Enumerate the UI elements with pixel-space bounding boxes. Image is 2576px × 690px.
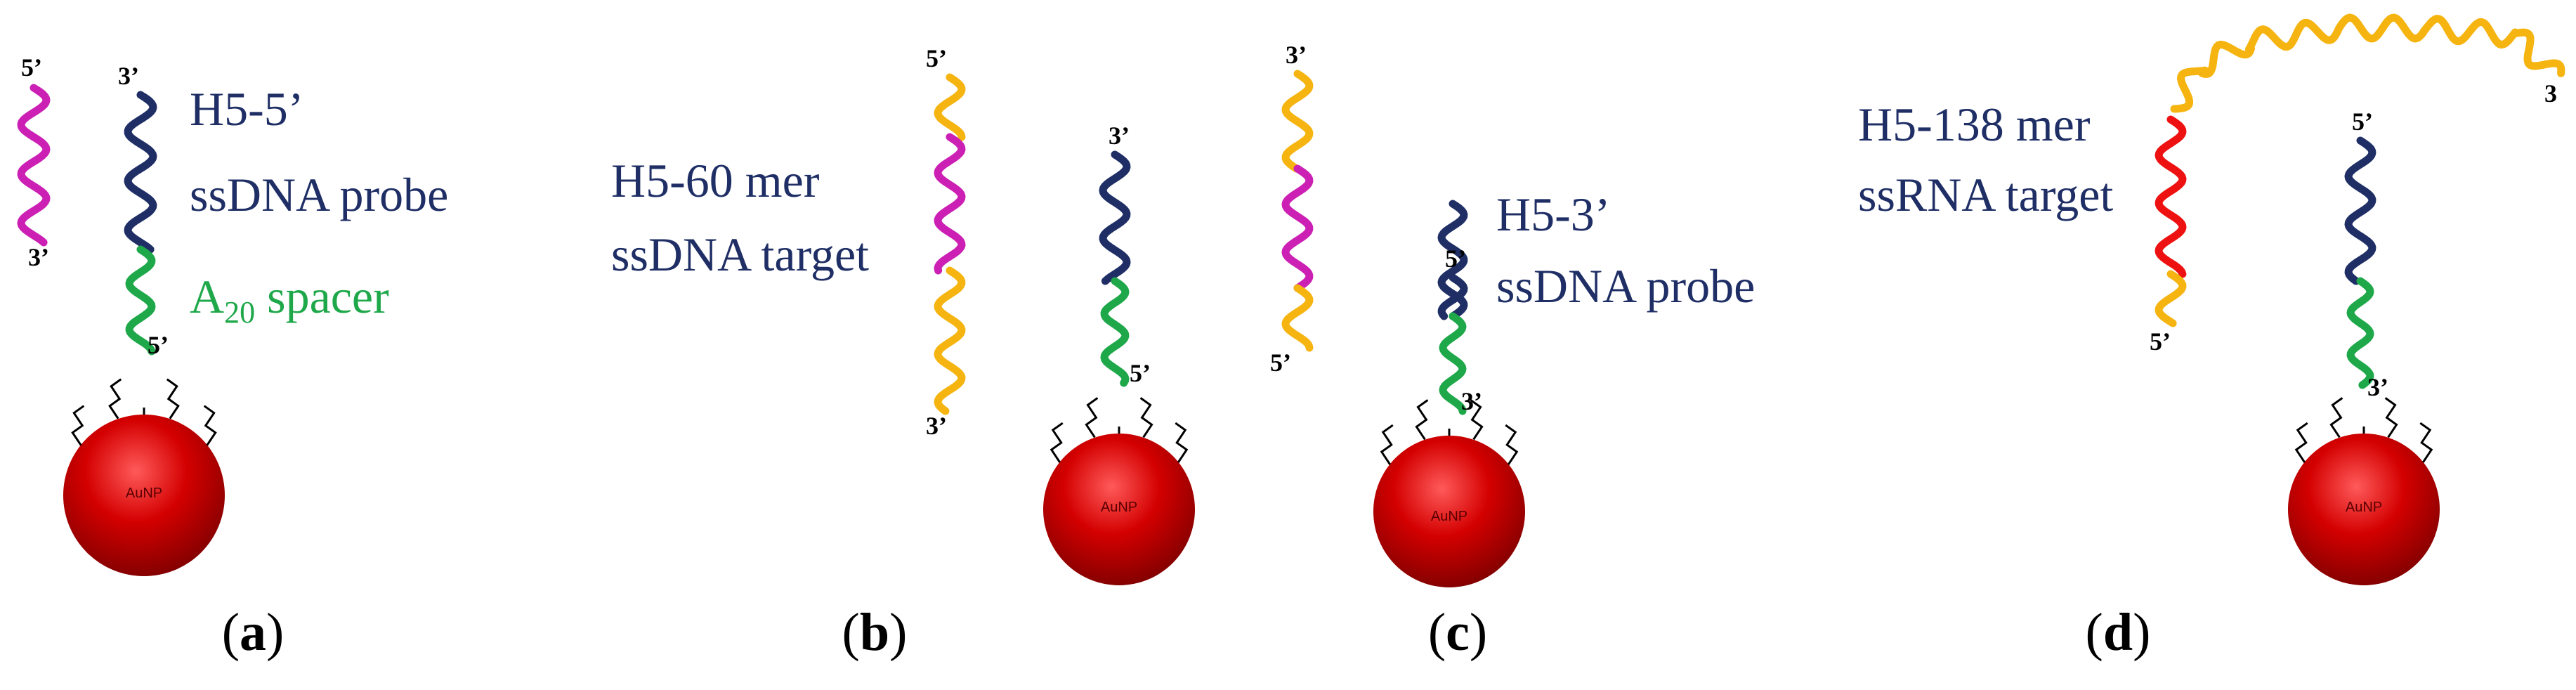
end-label-probe-bottom: 3’: [1461, 387, 1482, 415]
caption-open: (: [842, 603, 860, 662]
probe-strand-navy-2: [1437, 200, 1468, 320]
caption-open: (: [1428, 603, 1446, 662]
end-label-probe-top: 3’: [118, 62, 139, 90]
end-label-target-bottom: 3’: [926, 412, 947, 440]
target-strand-orange-arc: [2170, 13, 2565, 113]
end-label-target-top: 3’: [1286, 41, 1307, 69]
end-label-probe-top: 3’: [1109, 122, 1130, 150]
end-label-target-top: 5’: [926, 44, 947, 72]
thiol-linker-left-outer: [1050, 422, 1064, 463]
auNP-sphere: [2288, 434, 2440, 585]
target-strand-orange-bottom: [934, 266, 966, 415]
caption-close: ): [889, 603, 907, 662]
thiol-linker-right-outer: [1175, 422, 1189, 463]
thiol-linker-right-inner: [166, 378, 180, 419]
thiol-linker-right-outer: [2419, 422, 2433, 463]
caption-letter: a: [240, 603, 266, 662]
probe-label-line2: ssDNA probe: [190, 168, 448, 221]
probe-strand-navy: [1099, 150, 1131, 285]
thiol-linkers: [71, 378, 2433, 465]
target-strand-red: [2155, 115, 2187, 278]
spacer-label: A20 spacer: [190, 270, 389, 330]
probe-strand-navy: [2344, 136, 2376, 285]
strands-layer: [17, 13, 2565, 415]
auNP-label: AuNP: [2346, 500, 2382, 515]
panel-caption-c: (c): [1428, 603, 1487, 662]
end-label-target-bottom: 5’: [2150, 327, 2171, 356]
caption-letter: d: [2103, 603, 2133, 662]
auNP-label: AuNP: [1101, 500, 1137, 515]
end-label-probe-top: 5’: [1445, 245, 1466, 273]
spacer-label-sub: 20: [224, 295, 255, 330]
auNP-label: AuNP: [126, 486, 162, 501]
target-strand-orange-bottom: [2155, 270, 2187, 327]
thiol-linker-left-inner: [108, 378, 122, 419]
thiol-linker-left-inner: [1085, 397, 1099, 438]
caption-open: (: [222, 603, 240, 662]
probe-label-line1: H5-3’: [1496, 188, 1610, 241]
thiol-linker-right-inner: [2384, 397, 2398, 438]
target-label-line2: ssRNA target: [1858, 168, 2113, 221]
target-strand-magenta: [934, 133, 966, 275]
end-label-target-bottom: 3’: [28, 243, 49, 271]
probe-label-line2: ssDNA probe: [1496, 259, 1755, 313]
thiol-linker-right-inner: [1470, 399, 1484, 441]
end-label-target-right: 3: [2544, 79, 2557, 108]
thiol-linker-right-inner: [1139, 397, 1153, 438]
caption-open: (: [2086, 603, 2103, 662]
caption-close: ): [2133, 603, 2150, 662]
target-strand-orange-bottom: [1281, 284, 1314, 352]
thiol-linker-left-inner: [2329, 397, 2343, 438]
spacer-strand-green: [125, 245, 156, 356]
probe-label-line1: H5-5’: [190, 82, 303, 136]
end-label-probe-bottom: 3’: [2367, 373, 2388, 401]
caption-close: ): [266, 603, 284, 662]
caption-close: ): [1470, 603, 1487, 662]
auNP-sphere: [63, 415, 225, 576]
thiol-linker-left-outer: [71, 405, 85, 446]
thiol-linker-left-outer: [2294, 422, 2308, 463]
nanoparticle-c: AuNP: [1373, 436, 1525, 587]
end-label-probe-top: 5’: [2352, 108, 2373, 136]
probe-strand-navy: [124, 91, 157, 254]
auNP-sphere: [1043, 434, 1195, 585]
spacer-strand-green: [2346, 277, 2374, 389]
nanoparticle-a: AuNP: [63, 415, 225, 576]
panel-caption-b: (b): [842, 603, 908, 662]
panel-caption-d: (d): [2086, 603, 2151, 662]
nanoparticle-d: AuNP: [2288, 434, 2440, 585]
end-label-target-top: 5’: [21, 53, 42, 82]
caption-letter: c: [1446, 603, 1470, 662]
nanoparticle-b: AuNP: [1043, 434, 1195, 585]
caption-letter: b: [860, 603, 889, 662]
spacer-label-main: A: [190, 270, 224, 323]
target-label-line1: H5-138 mer: [1858, 98, 2091, 151]
end-label-probe-bottom: 5’: [1130, 359, 1151, 387]
target-label-line1: H5-60 mer: [611, 154, 820, 207]
target-strand-orange-top: [1281, 70, 1314, 173]
thiol-linker-right-outer: [1505, 424, 1519, 465]
target-strand-orange-top: [934, 73, 966, 141]
spacer-strand-green: [1439, 312, 1467, 415]
target-label-line2: ssDNA target: [611, 228, 869, 281]
target-strand-magenta: [17, 84, 51, 247]
auNP-sphere: [1373, 436, 1525, 587]
spacer-label-rest: spacer: [255, 270, 389, 323]
thiol-linker-left-inner: [1415, 399, 1429, 441]
panel-caption-a: (a): [222, 603, 285, 662]
thiol-linker-left-outer: [1380, 424, 1394, 465]
end-label-probe-bottom: 5’: [148, 331, 169, 359]
thiol-linker-right-outer: [203, 405, 217, 446]
spacer-strand-green: [1100, 277, 1130, 387]
end-label-target-bottom: 5’: [1270, 349, 1291, 377]
auNP-label: AuNP: [1431, 509, 1467, 524]
target-strand-magenta: [1281, 164, 1314, 292]
